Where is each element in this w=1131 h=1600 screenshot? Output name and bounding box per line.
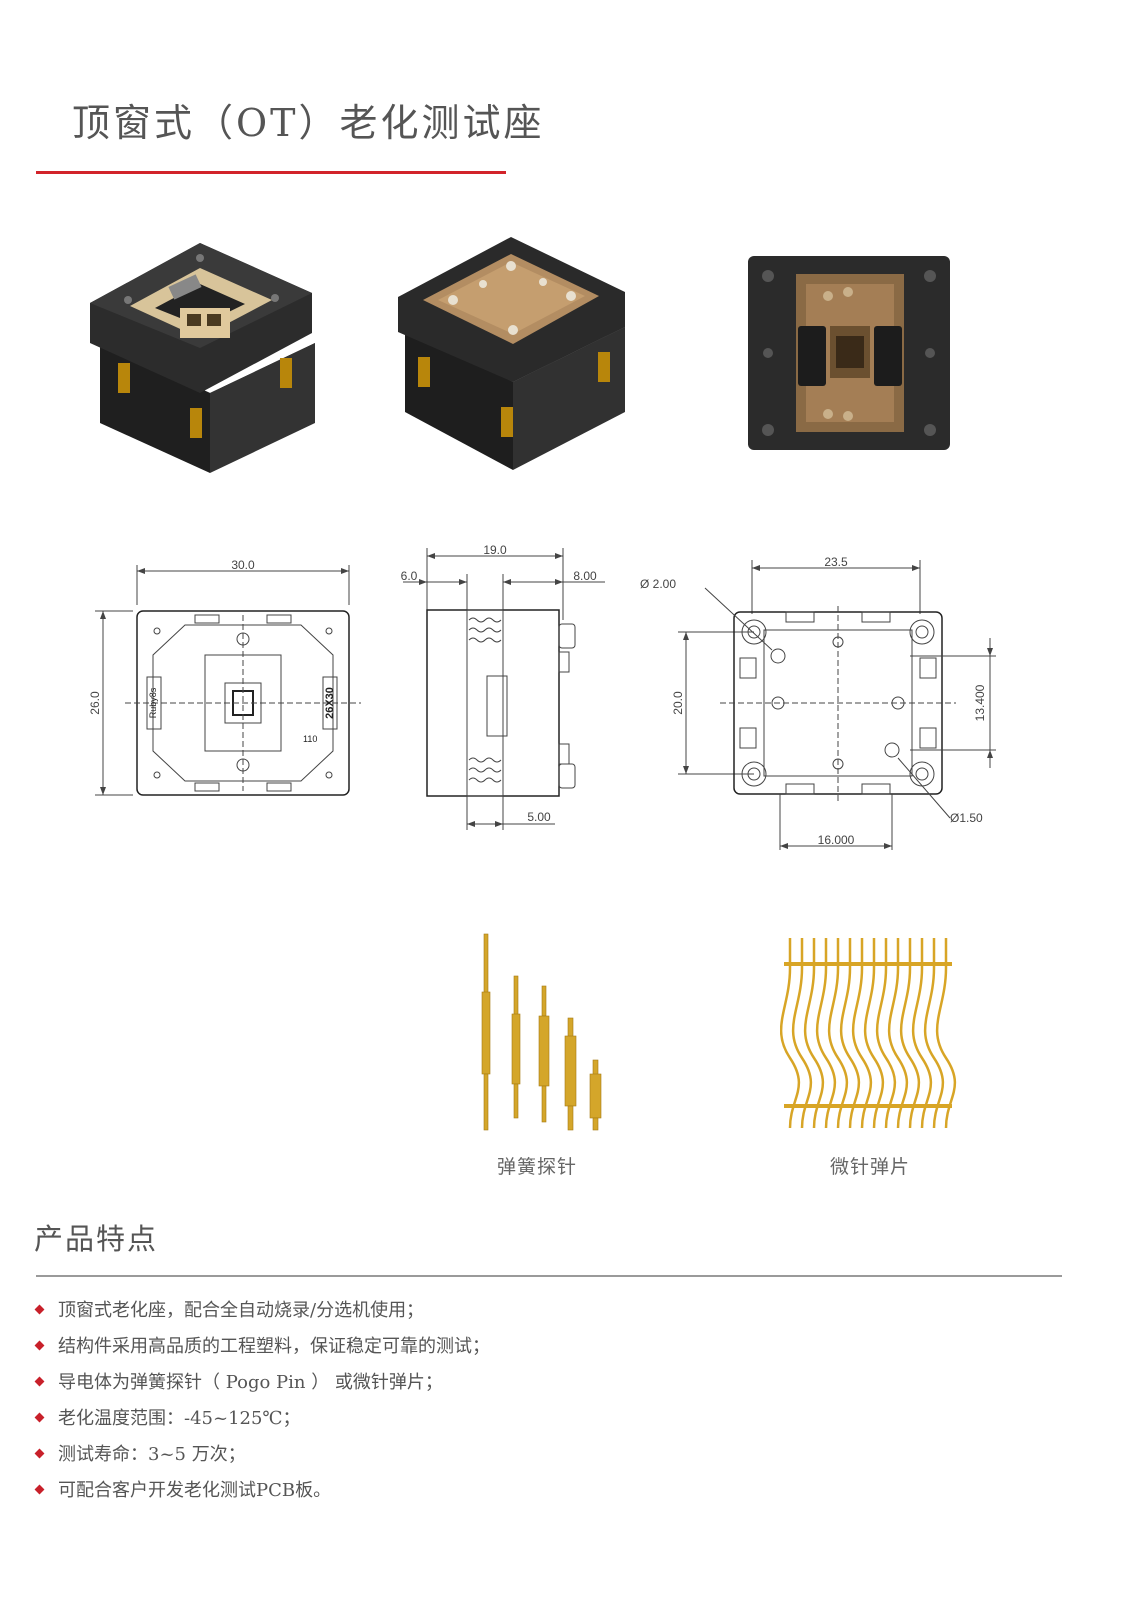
bullet-icon [34, 1412, 45, 1423]
hole-small-label: Ø1.50 [950, 811, 983, 825]
bullet-icon [34, 1484, 45, 1495]
pogo-pin-image [481, 933, 602, 1131]
list-item: 测试寿命：3~5 万次； [34, 1440, 1036, 1476]
features-title: 产品特点 [34, 1222, 159, 1256]
dim-left-label: 6.0 [401, 569, 418, 583]
page-title: 顶窗式（OT）老化测试座 [72, 101, 545, 145]
bottom-view-drawing: 23.5 20.0 13.400 16.000 Ø 2.00 Ø1.50 [640, 555, 996, 850]
dim-bottom-label: 16.000 [818, 833, 855, 847]
micro-needle-caption: 微针弹片 [830, 1156, 911, 1178]
list-item: 结构件采用高品质的工程塑料，保证稳定可靠的测试； [34, 1332, 1036, 1368]
pogo-pin-caption: 弹簧探针 [497, 1156, 578, 1178]
code-label: 110 [303, 734, 317, 744]
model-label: 26X30 [324, 687, 336, 719]
features-divider [36, 1275, 1062, 1277]
socket-top-photo [748, 256, 950, 450]
list-item: 可配合客户开发老化测试PCB板。 [34, 1476, 1036, 1512]
features-list: 顶窗式老化座，配合全自动烧录/分选机使用； 结构件采用高品质的工程塑料，保证稳定… [34, 1296, 1036, 1512]
list-item: 老化温度范围：-45~125℃； [34, 1404, 1036, 1440]
dim-width-label: 30.0 [231, 558, 255, 572]
socket-closed-photo [398, 237, 625, 470]
dim-bottom-label: 5.00 [527, 810, 551, 824]
dim-total-label: 19.0 [483, 543, 507, 557]
title-underline [36, 171, 506, 174]
socket-open-photo [90, 243, 315, 473]
list-item: 导电体为弹簧探针（ Pogo Pin ） 或微针弹片； [34, 1368, 1036, 1404]
bullet-icon [34, 1304, 45, 1315]
bullet-icon [34, 1448, 45, 1459]
dim-height-label: 26.0 [88, 691, 102, 715]
list-item: 顶窗式老化座，配合全自动烧录/分选机使用； [34, 1296, 1036, 1332]
dim-inner-label: 13.400 [973, 684, 987, 721]
bullet-icon [34, 1340, 45, 1351]
hole-large-label: Ø 2.00 [640, 577, 676, 591]
micro-needle-image [780, 938, 957, 1129]
side-view-drawing: 19.0 6.0 8.00 5.00 [401, 543, 605, 830]
dim-right-label: 8.00 [573, 569, 597, 583]
dim-height-label: 20.0 [671, 691, 685, 715]
top-view-drawing: 30.0 26.0 26X30 Ruby8s 110 [88, 558, 361, 796]
brand-label: Ruby8s [148, 687, 158, 718]
bullet-icon [34, 1376, 45, 1387]
dim-width-label: 23.5 [824, 555, 848, 569]
